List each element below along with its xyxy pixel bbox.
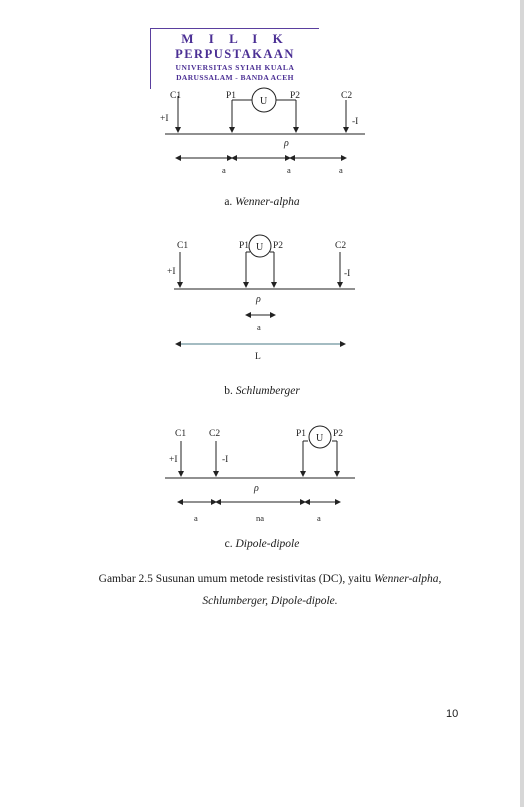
label-c1-a: C1 (170, 91, 181, 101)
length-label-b: L (255, 352, 261, 362)
spacing-label-a3: a (339, 165, 343, 175)
label-c1-b: C1 (177, 241, 188, 251)
plus-i-a: +I (160, 114, 169, 124)
diagram-wenner-alpha (165, 87, 365, 161)
caption-c-name: Dipole-dipole (235, 538, 300, 550)
voltmeter-b (248, 234, 272, 258)
minus-i-c: -I (222, 455, 228, 465)
spacing-label-a1: a (222, 165, 226, 175)
meter-label-a: U (260, 96, 268, 107)
caption-b-prefix: b. (224, 385, 236, 397)
spacing-label-b: a (257, 322, 261, 332)
diagram-dipole-dipole (165, 425, 355, 505)
figure-caption-line-1: Gambar 2.5 Susunan umum metode resistivi… (80, 568, 460, 590)
page-number: 10 (446, 708, 459, 720)
caption-a-name: Wenner-alpha (235, 196, 300, 208)
label-p2-a: P2 (290, 91, 300, 101)
library-stamp: M I L I K PERPUSTAKAAN UNIVERSITAS SYIAH… (150, 28, 319, 89)
label-c2-b: C2 (335, 241, 346, 251)
spacing-label-c3: a (317, 513, 321, 523)
meter-label-b: U (256, 242, 264, 253)
figure-caption-prefix: Gambar 2.5 Susunan umum metode resistivi… (98, 573, 374, 585)
stamp-line-3: UNIVERSITAS SYIAH KUALA (175, 63, 295, 72)
stamp-line-1: M I L I K (181, 31, 289, 46)
stamp-line-4: DARUSSALAM - BANDA ACEH (176, 73, 294, 82)
minus-i-a: -I (352, 117, 358, 127)
caption-c-prefix: c. (224, 538, 236, 550)
label-p2-c: P2 (333, 429, 343, 439)
voltmeter-a (251, 87, 277, 113)
label-p1-c: P1 (296, 429, 306, 439)
meter-label-c: U (316, 433, 324, 444)
page-edge (520, 0, 524, 807)
caption-a: a. Wenner-alpha (0, 196, 524, 208)
label-p1-b: P1 (239, 241, 249, 251)
plus-i-b: +I (167, 267, 176, 277)
figure-caption: Gambar 2.5 Susunan umum metode resistivi… (80, 568, 460, 612)
label-c2-a: C2 (341, 91, 352, 101)
minus-i-b: -I (344, 269, 350, 279)
caption-b: b. Schlumberger (0, 385, 524, 397)
figure-caption-line-2: Schlumberger, Dipole-dipole. (80, 590, 460, 612)
figure-caption-italic-2: Schlumberger, Dipole-dipole. (202, 595, 338, 607)
spacing-label-c1: a (194, 513, 198, 523)
spacing-label-a2: a (287, 165, 291, 175)
stamp-line-2: PERPUSTAKAAN (175, 47, 295, 61)
rho-c: ρ (253, 483, 259, 494)
label-p1-a: P1 (226, 91, 236, 101)
figure-caption-italic-1: Wenner-alpha, (373, 573, 442, 585)
rho-b: ρ (255, 294, 261, 305)
spacing-label-c2: na (256, 513, 264, 523)
rho-a: ρ (283, 138, 289, 149)
label-c1-c: C1 (175, 429, 186, 439)
label-c2-c: C2 (209, 429, 220, 439)
caption-a-prefix: a. (224, 196, 236, 208)
label-p2-b: P2 (273, 241, 283, 251)
voltmeter-c (308, 425, 332, 449)
caption-c: c. Dipole-dipole (0, 538, 524, 550)
plus-i-c: +I (169, 455, 178, 465)
diagram-schlumberger (174, 234, 355, 347)
caption-b-name: Schlumberger (235, 385, 300, 397)
